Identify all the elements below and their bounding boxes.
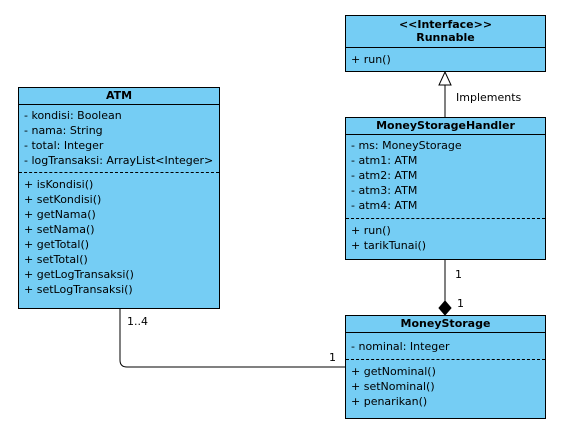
- runnable-header: <<Interface>> Runnable: [346, 16, 545, 48]
- handler-attributes: - ms: MoneyStorage - atm1: ATM - atm2: A…: [346, 135, 545, 213]
- attribute-row: - total: Integer: [24, 139, 104, 152]
- atm-class: ATM - kondisi: Boolean - nama: String - …: [18, 87, 220, 309]
- handler-name: MoneyStorageHandler: [376, 119, 515, 132]
- method-row: + setNama(): [24, 223, 95, 236]
- association-atm-multiplicity: 1..4: [127, 315, 148, 328]
- moneystoragehandler-class: MoneyStorageHandler - ms: MoneyStorage -…: [345, 117, 546, 260]
- composition-diamond: [438, 300, 452, 316]
- method-row: + isKondisi(): [24, 178, 94, 191]
- runnable-stereotype: <<Interface>>: [398, 18, 493, 31]
- atm-name: ATM: [105, 89, 133, 102]
- handler-methods: + run() + tarikTunai(): [346, 219, 545, 253]
- storage-methods: + getNominal() + setNominal() + penarika…: [346, 360, 545, 409]
- method-row: + getTotal(): [24, 238, 90, 251]
- moneystorage-class: MoneyStorage - nominal: Integer + getNom…: [345, 315, 546, 419]
- section-divider: [346, 218, 545, 219]
- atm-methods: + isKondisi() + setKondisi() + getNama()…: [19, 173, 219, 297]
- composition-source-multiplicity: 1: [455, 268, 462, 281]
- atm-attributes: - kondisi: Boolean - nama: String - tota…: [19, 105, 219, 168]
- method-row: + tarikTunai(): [351, 239, 427, 252]
- method-row: + penarikan(): [351, 395, 428, 408]
- storage-attributes: - nominal: Integer: [346, 333, 545, 354]
- association-line: [119, 309, 345, 368]
- method-row: + setNominal(): [351, 380, 435, 393]
- association-storage-multiplicity: 1: [329, 351, 336, 364]
- implements-arrowhead: [438, 70, 452, 86]
- section-divider: [346, 359, 545, 360]
- method-row: + setKondisi(): [24, 193, 102, 206]
- method-row: + getNama(): [24, 208, 96, 221]
- section-divider: [19, 172, 219, 173]
- method-row: + getLogTransaksi(): [24, 268, 134, 281]
- method-row: + setLogTransaksi(): [24, 283, 133, 296]
- runnable-methods: + run(): [346, 48, 545, 67]
- attribute-row: - atm1: ATM: [351, 154, 418, 167]
- composition-target-multiplicity: 1: [457, 297, 464, 310]
- attribute-row: - nominal: Integer: [351, 340, 450, 353]
- runnable-name: Runnable: [416, 31, 475, 44]
- implements-label: Implements: [456, 91, 522, 104]
- method-row: + setTotal(): [24, 253, 88, 266]
- attribute-row: - nama: String: [24, 124, 103, 137]
- runnable-interface: <<Interface>> Runnable + run(): [345, 15, 546, 72]
- handler-header: MoneyStorageHandler: [346, 118, 545, 135]
- attribute-row: - kondisi: Boolean: [24, 109, 122, 122]
- attribute-row: - atm4: ATM: [351, 199, 418, 212]
- method-row: + run(): [351, 53, 391, 66]
- method-row: + run(): [351, 224, 391, 237]
- method-row: + getNominal(): [351, 365, 436, 378]
- attribute-row: - logTransaksi: ArrayList<Integer>: [24, 154, 214, 167]
- attribute-row: - ms: MoneyStorage: [351, 139, 462, 152]
- attribute-row: - atm2: ATM: [351, 169, 418, 182]
- storage-name: MoneyStorage: [400, 317, 491, 330]
- atm-header: ATM: [19, 88, 219, 105]
- attribute-row: - atm3: ATM: [351, 184, 418, 197]
- storage-header: MoneyStorage: [346, 316, 545, 333]
